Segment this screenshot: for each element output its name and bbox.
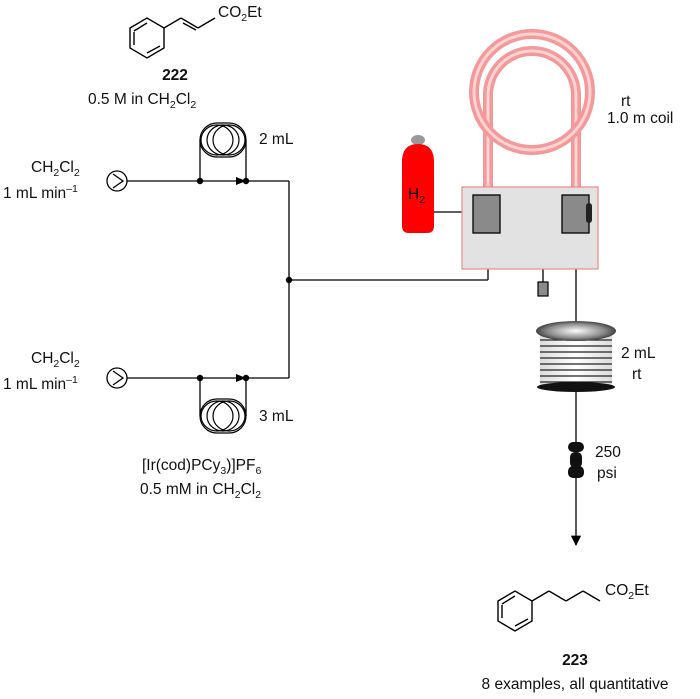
pressure-sensor [537,281,549,297]
product-note: 8 examples, all quantitative [481,676,669,693]
reagent-222-structure [129,17,216,59]
reagent-concentration: 0.5 M in CH2Cl2 [88,91,197,112]
loop-bottom-volume: 3 mL [259,408,294,425]
product-id: 223 [562,652,588,669]
coil-bottom-volume: 2 mL [621,345,656,362]
residence-coil [536,321,616,392]
bpr-value: 250 [595,444,621,461]
product-co2et-label: CO2Et [605,582,649,603]
reagent-co2et-label: CO2Et [218,4,262,25]
pump-bottom-solvent: CH2Cl2 [31,350,80,371]
bpr-unit: psi [597,465,617,482]
pump-bottom [106,367,128,389]
valve-knob [586,203,592,223]
reagent-id: 222 [162,67,188,84]
gas-mixer-valve [472,194,501,234]
coil-bottom-temp: rt [632,366,642,383]
pump-top [106,170,128,192]
catalyst-formula: [Ir(cod)PCy3)]PF6 [142,457,262,478]
back-pressure-regulator [568,442,584,478]
flow-direction-arrows [236,177,246,382]
catalyst-concentration: 0.5 mM in CH2Cl2 [140,481,262,502]
product-223-structure [497,590,601,632]
sample-loop-bottom [199,398,247,434]
coil-top-length: 1.0 m coil [607,110,674,127]
outlet-valve [561,194,590,234]
reactor-coil-tubing [469,29,595,195]
h2-cylinder [402,135,434,233]
loop-top-volume: 2 mL [259,131,294,148]
coil-top-temp: rt [621,93,631,110]
pump-bottom-flow-rate: 1 mL min–1 [3,373,78,393]
h2-label: H2 [408,186,426,207]
pump-top-flow-rate: 1 mL min–1 [3,182,78,202]
junction-dots [196,177,293,382]
sample-loop-top [199,122,247,158]
pump-top-solvent: CH2Cl2 [31,159,80,180]
